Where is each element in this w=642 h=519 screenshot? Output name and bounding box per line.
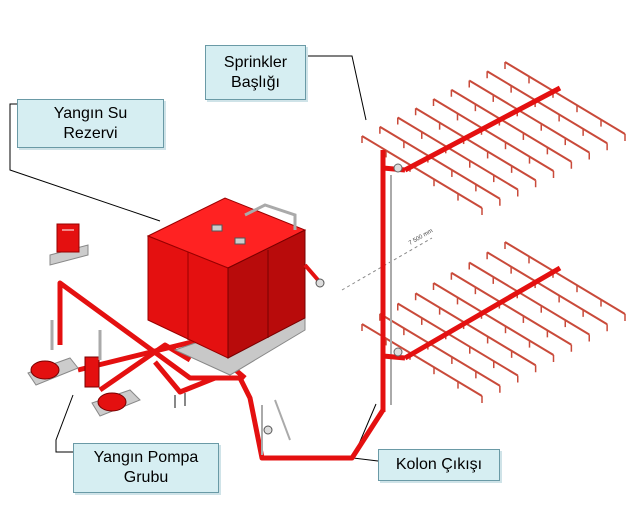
sprinkler-grid-lower: [361, 241, 626, 403]
leader-line-pompa: [55, 394, 74, 453]
sprinkler-lower-branch: [415, 292, 537, 367]
sprinkler-upper-branch: [415, 107, 537, 182]
callout-kolon-line1: Kolon Çıkışı: [395, 456, 483, 473]
callout-sprinkler-head: Sprinkler Başlığı: [205, 45, 306, 100]
riser: [380, 150, 406, 412]
sprinkler-lower-branch: [379, 312, 501, 387]
sprinkler-upper-branch: [504, 61, 626, 135]
fire-pump-group-icon: [27, 320, 186, 417]
sprinkler-lower-branch: [361, 323, 483, 397]
riser-valve-upper-icon: [393, 163, 403, 173]
floor-separator: [341, 237, 433, 291]
sprinkler-lower-branch: [468, 261, 590, 336]
valve-station-icon: [261, 399, 291, 455]
sprinkler-upper-branch: [450, 88, 572, 163]
sprinkler-lower-branch: [486, 251, 608, 326]
control-panel-icon: [49, 223, 89, 266]
callout-sprink-line1: Sprinkler: [223, 53, 288, 71]
sprinkler-lower-branch: [397, 302, 519, 377]
sprinkler-upper-branch: [432, 98, 555, 172]
callout-rezerv-line2: Rezervi: [63, 124, 118, 142]
sprinkler-grid-upper: [361, 61, 626, 215]
leader-lines: [9, 55, 379, 462]
riser-valve-lower-icon: [393, 347, 403, 357]
main-pipe-lower: [403, 265, 562, 361]
fire-water-tank-icon: [146, 197, 325, 376]
sprinkler-upper-branch: [379, 125, 501, 200]
callout-rezerv-line1: Yangın Su: [53, 104, 128, 122]
sprinkler-lower-branch: [432, 282, 555, 356]
callout-pompa-line1: Yangın Pompa: [93, 449, 199, 466]
sprinkler-lower-branch: [504, 241, 626, 315]
leader-line-rezerv: [9, 103, 161, 222]
callout-sprink-line2: Başlığı: [231, 73, 280, 91]
sprinkler-lower-branch: [450, 271, 572, 346]
main-pipe-upper: [403, 85, 562, 173]
callout-riser-outlet: Kolon Çıkışı: [378, 449, 500, 481]
sprinkler-upper-branch: [361, 135, 483, 209]
callout-pompa-line2: Grubu: [123, 469, 169, 486]
callout-fire-water-reserve: Yangın Su Rezervi: [17, 99, 164, 148]
leader-line-sprinkler: [306, 55, 367, 121]
sprinkler-upper-branch: [397, 116, 519, 191]
callout-fire-pump-group: Yangın Pompa Grubu: [73, 443, 219, 493]
sprinkler-upper-branch: [486, 70, 608, 145]
sprinkler-upper-branch: [468, 79, 590, 154]
